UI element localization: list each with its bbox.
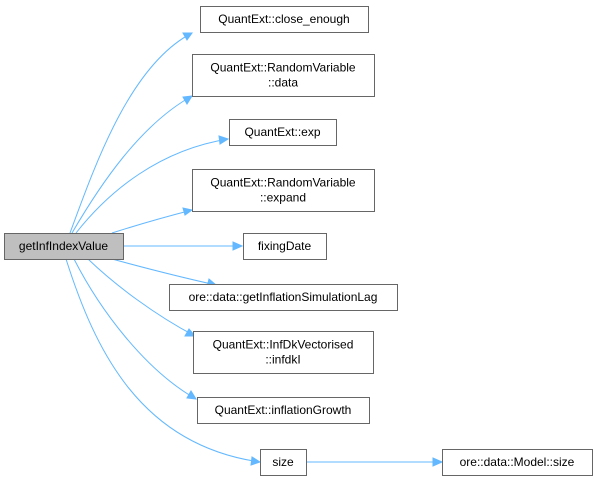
edge-root-to-getinflationsimulationlag — [111, 258, 218, 288]
node-label: ore::data::Model::size — [460, 455, 575, 469]
node-root[interactable]: getInfIndexValue — [4, 233, 124, 260]
edge-root-to-inflationgrowth — [73, 258, 197, 400]
node-label: QuantExt::RandomVariable — [210, 176, 356, 190]
node-label: QuantExt::close_enough — [218, 12, 349, 26]
node-label: ::expand — [260, 191, 306, 205]
node-box — [200, 6, 369, 33]
node-label: QuantExt::exp — [244, 125, 320, 139]
node-rv-data[interactable]: QuantExt::RandomVariable::data — [192, 54, 375, 97]
edge-root-to-infdkl — [87, 258, 197, 337]
edge-size-to-model-size — [306, 457, 444, 467]
node-box — [4, 233, 124, 260]
node-infdkl[interactable]: QuantExt::InfDkVectorised::infdkI — [193, 331, 374, 374]
node-label: size — [272, 455, 294, 469]
edge-root-to-exp — [75, 135, 230, 234]
node-box — [260, 449, 307, 476]
node-label: QuantExt::RandomVariable — [210, 61, 356, 75]
node-label: QuantExt::inflationGrowth — [215, 403, 352, 417]
edge-root-to-rv-data — [71, 95, 193, 234]
node-fixingdate[interactable]: fixingDate — [243, 233, 327, 260]
node-rv-expand[interactable]: QuantExt::RandomVariable::expand — [192, 169, 375, 212]
node-label: getInfIndexValue — [19, 239, 109, 253]
node-box — [442, 449, 593, 476]
node-label: ore::data::getInflationSimulationLag — [189, 290, 378, 304]
node-getinflationsimulationlag[interactable]: ore::data::getInflationSimulationLag — [169, 284, 398, 311]
node-model-size[interactable]: ore::data::Model::size — [442, 449, 593, 476]
node-size[interactable]: size — [260, 449, 307, 476]
edge-root-to-fixingdate — [123, 241, 244, 251]
edge-root-to-close-enough — [69, 32, 193, 234]
node-close-enough[interactable]: QuantExt::close_enough — [200, 6, 369, 33]
node-label: ::infdkI — [265, 353, 300, 367]
edge-root-to-rv-expand — [111, 207, 194, 234]
node-box — [229, 119, 337, 146]
node-inflationgrowth[interactable]: QuantExt::inflationGrowth — [197, 397, 370, 424]
node-box — [192, 54, 375, 97]
node-box — [192, 169, 375, 212]
node-box — [169, 284, 398, 311]
edge-root-to-size — [65, 258, 262, 466]
node-label: ::data — [268, 76, 298, 90]
node-label: fixingDate — [258, 239, 312, 253]
node-box — [197, 397, 370, 424]
nodes-layer: getInfIndexValue QuantExt::close_enoughQu… — [4, 6, 593, 476]
node-box — [193, 331, 374, 374]
node-exp[interactable]: QuantExt::exp — [229, 119, 337, 146]
edges-layer — [65, 32, 444, 467]
node-box — [243, 233, 327, 260]
node-label: QuantExt::InfDkVectorised — [213, 338, 354, 352]
